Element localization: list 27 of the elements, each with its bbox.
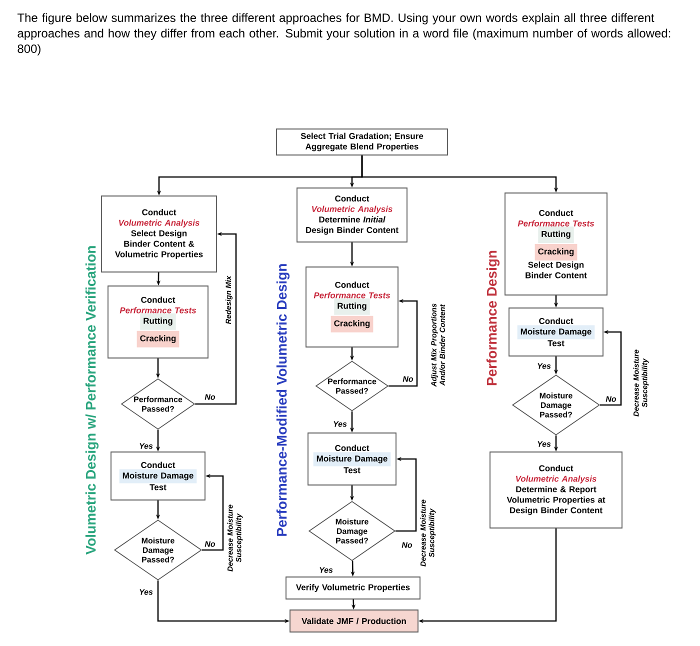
process-box: Conduct Volumetric Analysis Determine & Report Volumetric Properties at Design Binder Content bbox=[490, 452, 622, 528]
column-heading: Performance-Modified Volumetric Design bbox=[276, 264, 290, 536]
edge-label: Yes bbox=[536, 362, 552, 370]
column-heading: Performance Design bbox=[486, 250, 500, 386]
edge-label: No bbox=[402, 375, 414, 383]
edge-label: No bbox=[204, 540, 216, 548]
edge-label: Yes bbox=[138, 442, 154, 450]
process-box: Conduct Volumetric Analysis Determine Initial Design Binder Content bbox=[296, 188, 408, 242]
process-box: Conduct Performance Tests Rutting Cracking bbox=[306, 266, 398, 348]
edge-label: Yes bbox=[318, 566, 334, 574]
edge-label: Yes bbox=[138, 588, 154, 596]
process-box: Conduct Volumetric Analysis Select Design Binder Content & Volumetric Properties bbox=[101, 196, 217, 272]
edge-label: Yes bbox=[332, 420, 348, 428]
column-heading: Volumetric Design w/ Performance Verification bbox=[85, 246, 99, 555]
edge-label: Yes bbox=[536, 440, 552, 448]
process-box: Conduct Performance Tests Rutting Cracking bbox=[108, 286, 208, 358]
process-box: Conduct Moisture Damage Test bbox=[308, 432, 396, 486]
process-box: Select Trial Gradation; Ensure Aggregate Blend Properties bbox=[276, 128, 448, 156]
edge-label: No bbox=[204, 393, 216, 401]
process-box: Conduct Performance Tests Rutting Cracking Select Design Binder Content bbox=[504, 192, 608, 296]
process-box: Conduct Moisture Damage Test bbox=[508, 308, 604, 356]
edge-label: No bbox=[604, 395, 618, 403]
process-box: Validate JMF / Production bbox=[290, 610, 418, 632]
process-box: Verify Volumetric Properties bbox=[286, 576, 420, 600]
edge-label: No bbox=[400, 541, 414, 549]
question-text: The figure below summarizes the three different approaches for BMD. Using your own words explain all three different approaches and how they differ from each other. Submit your solution in a word file (maximum number of words allowed: 800) bbox=[17, 13, 670, 56]
process-box: Conduct Moisture Damage Test bbox=[110, 452, 206, 500]
